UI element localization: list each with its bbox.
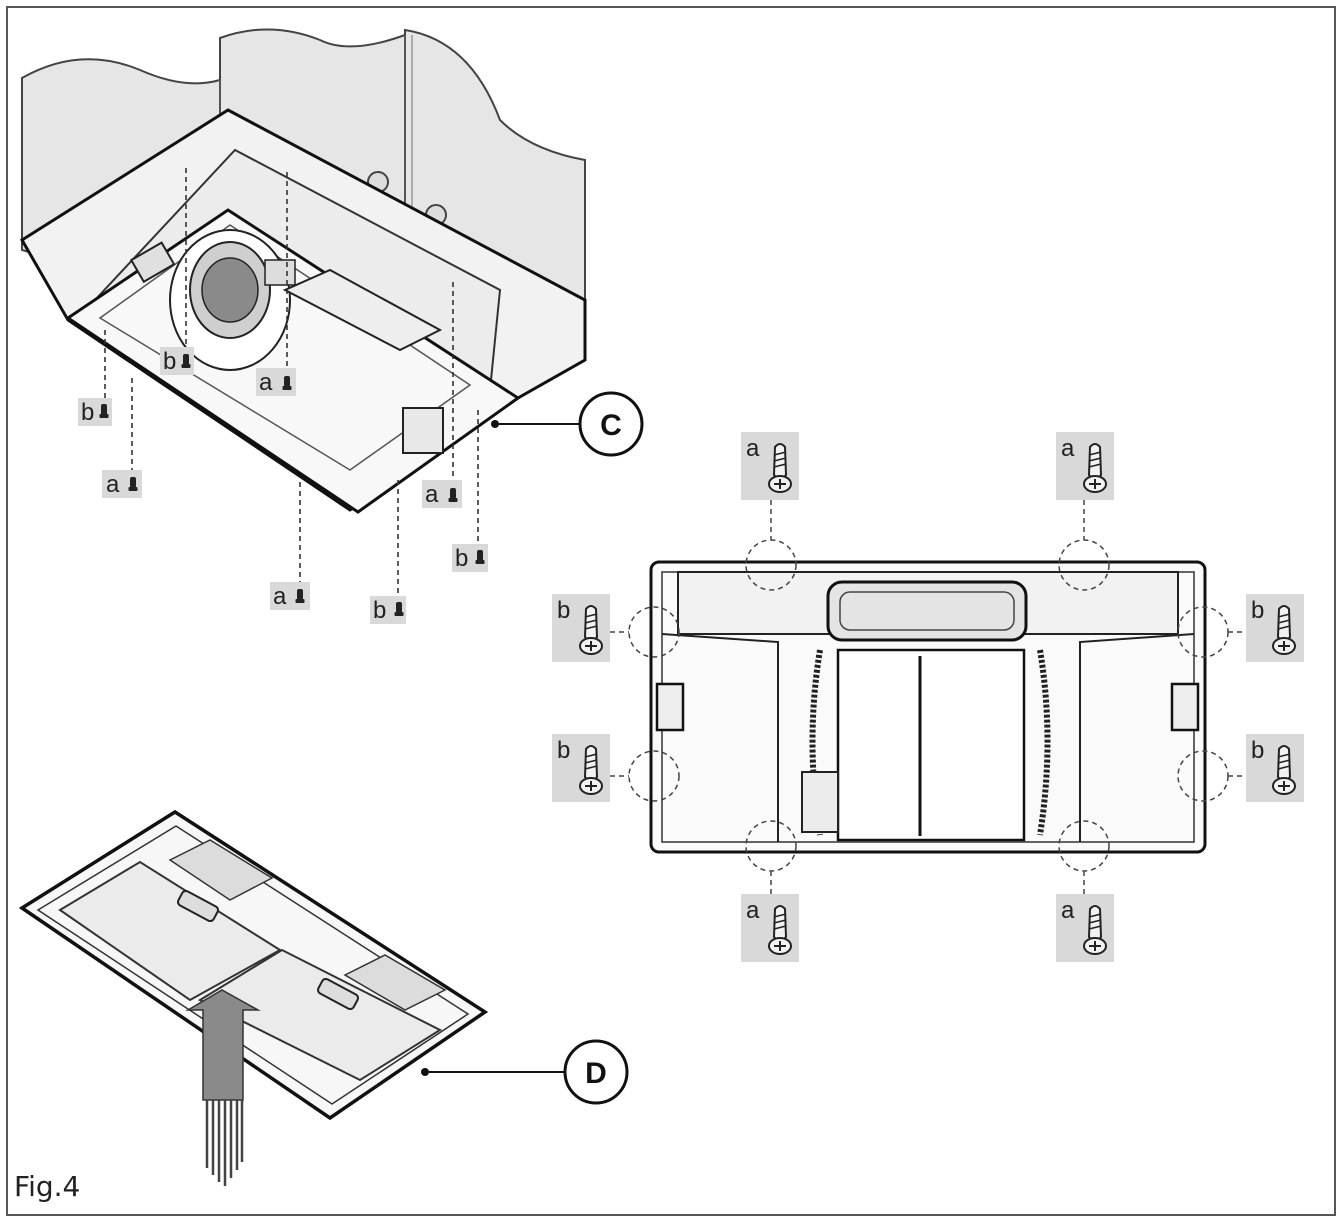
- screw-a-4: a: [422, 480, 462, 508]
- svg-text:b: b: [163, 348, 176, 375]
- filter-panel-view: D: [18, 809, 629, 1186]
- svg-text:a: a: [273, 583, 287, 610]
- svg-text:b: b: [557, 737, 570, 764]
- svg-text:b: b: [557, 597, 570, 624]
- callout-c: C: [491, 391, 644, 457]
- screw-tag-a-bottom-right: a: [1056, 894, 1114, 962]
- screw-b-4: b: [452, 544, 488, 572]
- svg-text:a: a: [746, 435, 760, 462]
- airflow-arrow-icon: [185, 989, 261, 1186]
- svg-text:C: C: [600, 409, 622, 442]
- exhaust-duct: [826, 580, 1028, 642]
- screw-a-3: a: [270, 582, 310, 610]
- svg-text:b: b: [373, 597, 386, 624]
- blower-housing: [836, 648, 1026, 842]
- screw-tag-a-top-left: a: [741, 432, 799, 500]
- svg-text:a: a: [259, 369, 273, 396]
- screw-tag-b-left-lower: b: [552, 734, 610, 802]
- svg-text:b: b: [81, 399, 94, 426]
- figure-caption: Fig.4: [14, 1170, 81, 1203]
- screw-a-2: a: [256, 368, 296, 396]
- screw-b-3: b: [370, 596, 406, 624]
- screw-tag-b-left-upper: b: [552, 594, 610, 662]
- hood-3d-view: b a b a a b a: [19, 28, 644, 624]
- filter-latch-left: [176, 889, 220, 923]
- screw-tag-b-right-upper: b: [1246, 594, 1304, 662]
- blower-motor: [169, 229, 443, 371]
- svg-text:b: b: [1251, 597, 1264, 624]
- screw-tag-b-right-lower: b: [1246, 734, 1304, 802]
- svg-text:a: a: [1061, 435, 1075, 462]
- svg-text:a: a: [425, 481, 439, 508]
- handle-left: [655, 682, 685, 732]
- figure-frame: [6, 6, 1336, 1216]
- screw-tag-a-top-right: a: [1056, 432, 1114, 500]
- svg-text:D: D: [585, 1057, 607, 1090]
- svg-text:a: a: [106, 471, 120, 498]
- screw-tag-a-bottom-left: a: [741, 894, 799, 962]
- side-bracket-left: [129, 241, 176, 284]
- svg-text:b: b: [455, 545, 468, 572]
- svg-text:b: b: [1251, 737, 1264, 764]
- control-box: [402, 407, 444, 454]
- hood-top-view: a a b b b b a: [552, 432, 1304, 962]
- filter-latch-right: [316, 977, 360, 1011]
- screw-b-1: b: [78, 398, 112, 426]
- callout-d: D: [421, 1039, 629, 1105]
- svg-text:a: a: [746, 897, 760, 924]
- svg-text:a: a: [1061, 897, 1075, 924]
- screw-a-1: a: [102, 470, 142, 498]
- handle-right: [1170, 682, 1200, 732]
- screw-b-2: b: [160, 347, 194, 375]
